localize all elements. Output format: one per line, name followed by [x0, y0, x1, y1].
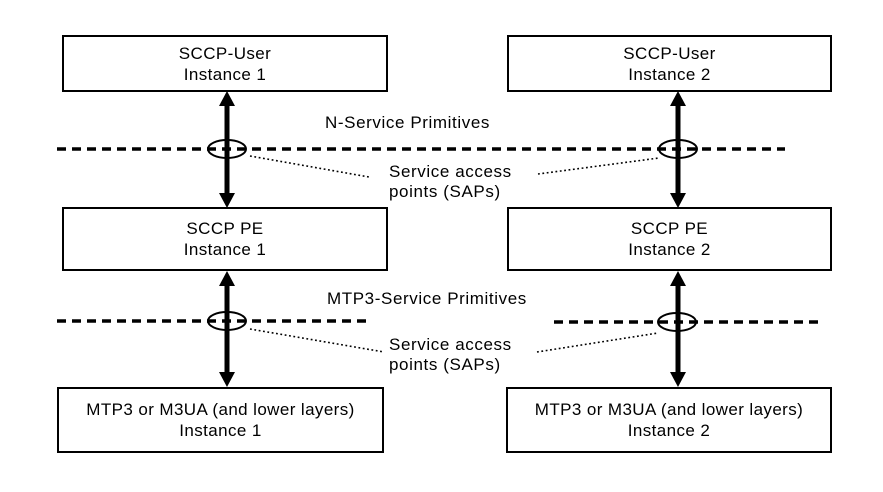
label-sap-bottom-line2: points (SAPs) — [389, 355, 501, 374]
box-title: MTP3 or M3UA (and lower layers) — [86, 400, 355, 419]
box-sccp-user-instance-2: SCCP-User Instance 2 — [507, 35, 832, 92]
box-mtp3-instance-1: MTP3 or M3UA (and lower layers) Instance… — [57, 387, 384, 453]
double-arrow-sccppe1-mtp31 — [219, 271, 235, 387]
box-sccp-pe-instance-2: SCCP PE Instance 2 — [507, 207, 832, 271]
double-arrow-sccppe2-mtp32 — [670, 271, 686, 387]
leader-line-top-right — [537, 157, 660, 175]
box-subtitle: Instance 1 — [183, 64, 267, 84]
label-sap-bottom: Service access points (SAPs) — [389, 335, 512, 375]
leader-line-top-left — [249, 155, 370, 178]
box-title: SCCP-User — [623, 43, 716, 63]
label-sap-top-line2: points (SAPs) — [389, 182, 501, 201]
double-arrow-sccpuser2-sccppe2 — [670, 91, 686, 208]
box-subtitle: Instance 2 — [628, 240, 711, 259]
leader-line-bottom-right — [536, 332, 659, 353]
label-sap-top: Service access points (SAPs) — [389, 162, 512, 202]
leader-line-bottom-left — [249, 328, 385, 353]
box-title: SCCP PE — [630, 219, 709, 238]
box-mtp3-instance-2: MTP3 or M3UA (and lower layers) Instance… — [506, 387, 832, 453]
double-arrow-sccpuser1-sccppe1 — [219, 91, 235, 208]
label-n-service-primitives: N-Service Primitives — [325, 113, 491, 132]
label-sap-bottom-line1: Service access — [389, 335, 512, 354]
label-mtp3-service-primitives: MTP3-Service Primitives — [327, 289, 527, 308]
box-subtitle: Instance 1 — [179, 421, 262, 440]
box-title: MTP3 or M3UA (and lower layers) — [534, 400, 804, 419]
box-subtitle: Instance 2 — [627, 421, 711, 440]
box-sccp-user-instance-1: SCCP-User Instance 1 — [62, 35, 388, 92]
box-sccp-pe-instance-1: SCCP PE Instance 1 — [62, 207, 388, 271]
box-title: SCCP-User — [178, 43, 272, 63]
label-sap-top-line1: Service access — [389, 162, 512, 181]
box-subtitle: Instance 1 — [183, 240, 267, 259]
box-title: SCCP PE — [186, 219, 264, 238]
box-subtitle: Instance 2 — [628, 64, 711, 84]
